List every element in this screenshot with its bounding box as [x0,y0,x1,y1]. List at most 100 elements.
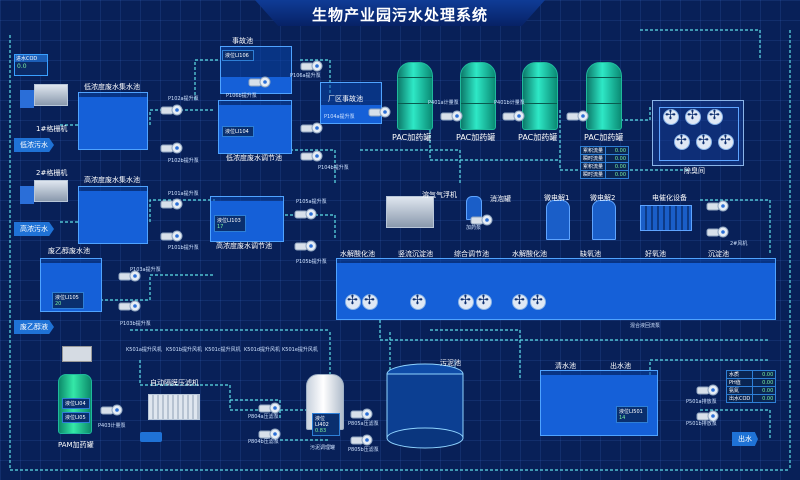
pump-icon[interactable] [258,402,282,414]
mixed-return-pump-label: 混合液回流泵 [630,323,661,329]
pump-icon[interactable] [300,150,324,162]
sludge-conditioning-label: 污泥调理罐 [310,445,336,451]
high-conc-flow-button[interactable]: 高浓污水 [14,222,54,236]
header-banner: 生物产业园污水处理系统 [255,0,545,26]
pump-icon[interactable] [350,408,374,420]
mixer-6-icon [512,293,528,310]
page-title: 生物产业园污水处理系统 [311,6,488,24]
pump-icon[interactable] [368,106,392,118]
pac-tank-3-label: PAC加药罐 [518,133,558,142]
electro-catalysis-device[interactable] [640,205,692,231]
process-stage-6: 好氧池 [645,250,666,258]
process-tank[interactable] [336,258,776,320]
pump-p102b-label: P102b提升泵 [168,158,199,164]
deodor-fan-6-icon [718,133,734,150]
pump-icon[interactable] [300,60,324,72]
pump-icon[interactable] [118,300,142,312]
pump-icon[interactable] [160,230,184,242]
deodor-room-label: 除臭间 [684,167,705,175]
pump-icon[interactable] [696,384,720,396]
pump-p105a-label: P105a提升泵 [296,199,327,205]
blower-1-label: K501a提升风机 [126,347,162,353]
pump-p104a-label: P104a提升泵 [324,114,355,120]
pump-p106b-label: P106b提升泵 [226,93,257,99]
deodor-fan-1-icon [663,108,679,125]
catalyst-label: 电催化设备 [652,194,687,202]
pump-icon[interactable] [350,434,374,446]
pump-p105b-label: P105b提升泵 [296,259,327,265]
mixer-3-icon [410,293,426,310]
grid-machine-2[interactable] [34,180,68,202]
pump-icon[interactable] [160,198,184,210]
mb2-label: 微电解2 [590,194,616,202]
micro-electrolysis-2[interactable] [592,200,616,240]
air-float-machine[interactable] [386,196,434,228]
process-stage-5: 缺氧池 [580,250,601,258]
control-box[interactable] [62,346,92,362]
deodor-fan-5-icon [696,133,712,150]
pam-level-readout-1: 液位LI04 [62,398,90,409]
pump-icon[interactable] [258,428,282,440]
pump-p202-label: 2#风机 [730,241,748,247]
pump-icon[interactable] [566,110,590,122]
air-float-label: 溶气气浮机 [422,191,457,199]
pump-icon[interactable] [470,214,494,226]
accident-tank-label: 事故池 [232,37,253,45]
pump-icon[interactable] [300,122,324,134]
inlet-cod-label: 进水COD [15,55,47,62]
pump-icon[interactable] [696,410,720,422]
pump-icon[interactable] [100,404,124,416]
pac-tank-3[interactable] [522,62,558,130]
high-conc-tank[interactable] [78,186,148,244]
low-conc-tank[interactable] [78,92,148,150]
micro-electrolysis-1[interactable] [546,200,570,240]
pump-icon[interactable] [118,270,142,282]
pump-p106a-label: P106a提升泵 [290,73,321,79]
factory-accident-tank[interactable] [320,82,382,124]
pump-icon[interactable] [294,240,318,252]
pump-icon[interactable] [160,104,184,116]
low-conc-flow-button[interactable]: 低浓污水 [14,138,54,152]
pam-level-readout-2: 液位LI05 [62,412,90,423]
process-stage-2: 竖流沉淀池 [398,250,433,258]
blower-4-label: K501d提升风机 [244,347,280,353]
filter-press[interactable] [148,394,200,420]
sludge-tank-graphic[interactable] [385,360,465,450]
clear-outlet-tank[interactable] [540,370,658,436]
pump-icon[interactable] [440,110,464,122]
high-conc-tank-label: 高浓度废水集水池 [84,176,140,184]
deodor-fan-3-icon [707,108,723,125]
pump-p401b-label: P401b计量泵 [494,100,525,106]
blower-5-label: K501e提升风机 [282,347,318,353]
pac-tank-2[interactable] [460,62,496,130]
pump-p805a-label: P805a压滤泵 [348,421,379,427]
pump-icon[interactable] [294,208,318,220]
pac-tank-4-label: PAC加药罐 [584,133,624,142]
pump-p101b-label: P101b提升泵 [168,245,199,251]
pump-p101a-label: P101a提升泵 [168,191,199,197]
pac-tank-4[interactable] [586,62,622,130]
grid-machine-1[interactable] [34,84,68,106]
pac-tank-1[interactable] [397,62,433,130]
defoam-label: 消泡罐 [490,195,511,203]
grid-motor-1 [20,90,34,108]
sludge-cart-icon [140,432,162,442]
deodor-inner [659,107,739,161]
pump-icon[interactable] [706,200,730,212]
pump-icon[interactable] [706,226,730,238]
outflow-button[interactable]: 出水 [732,432,758,446]
ethanol-flow-button[interactable]: 废乙醇液 [14,320,54,334]
factory-accident-tank-label: 厂区事故池 [328,95,363,103]
pump-icon[interactable] [160,142,184,154]
pump-icon[interactable] [502,110,526,122]
pac-tank-2-label: PAC加药罐 [456,133,496,142]
pump-icon[interactable] [248,76,272,88]
deodor-fan-2-icon [685,108,701,125]
